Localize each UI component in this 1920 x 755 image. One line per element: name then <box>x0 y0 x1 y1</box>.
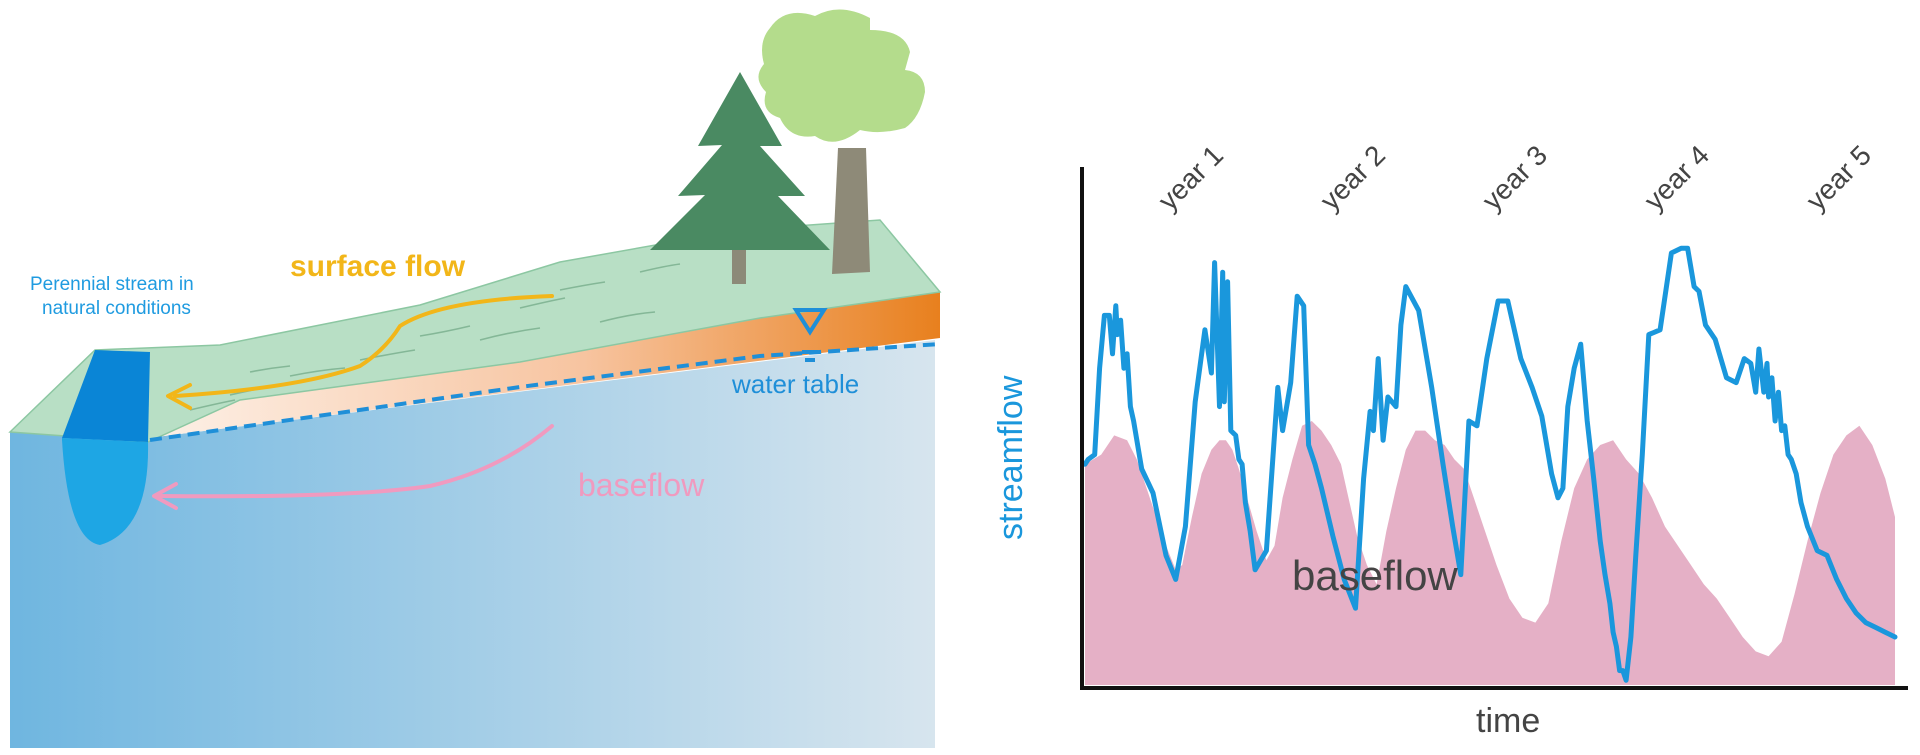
stream-label-line1: Perennial stream in <box>30 274 194 295</box>
conifer-tree-icon <box>650 72 830 284</box>
year-label: year 3 <box>1476 139 1553 216</box>
year-labels: year 1 year 2 year 3 year 4 year 5 <box>1152 139 1877 216</box>
baseflow-arrow <box>152 424 554 510</box>
year-label: year 4 <box>1638 139 1715 216</box>
water-table-line <box>149 342 941 442</box>
year-label: year 1 <box>1152 139 1229 216</box>
surface-flow-arrow <box>166 294 554 410</box>
stream-channel <box>62 438 149 545</box>
water-table-label: water table <box>731 369 859 399</box>
y-axis-label: streamflow <box>992 375 1030 540</box>
unsaturated-soil-zone <box>148 292 940 442</box>
streamflow-line <box>1082 245 1898 683</box>
deciduous-tree-icon <box>758 9 925 274</box>
chart-fill-label: baseflow <box>1292 552 1458 599</box>
year-label: year 2 <box>1314 139 1391 216</box>
groundwater-block <box>10 340 935 748</box>
stream-channel-top <box>62 350 150 442</box>
baseflow-area <box>1085 421 1895 685</box>
grass-surface <box>8 219 942 443</box>
baseflow-diagram-label: baseflow <box>578 467 705 503</box>
water-table-symbol-icon <box>792 308 828 362</box>
landscape-diagram: Perennial stream in natural conditions s… <box>8 9 942 748</box>
x-axis-label: time <box>1476 702 1540 740</box>
surface-flow-label: surface flow <box>290 250 466 283</box>
stream-label-line2: natural conditions <box>42 298 191 319</box>
year-label: year 5 <box>1800 139 1877 216</box>
